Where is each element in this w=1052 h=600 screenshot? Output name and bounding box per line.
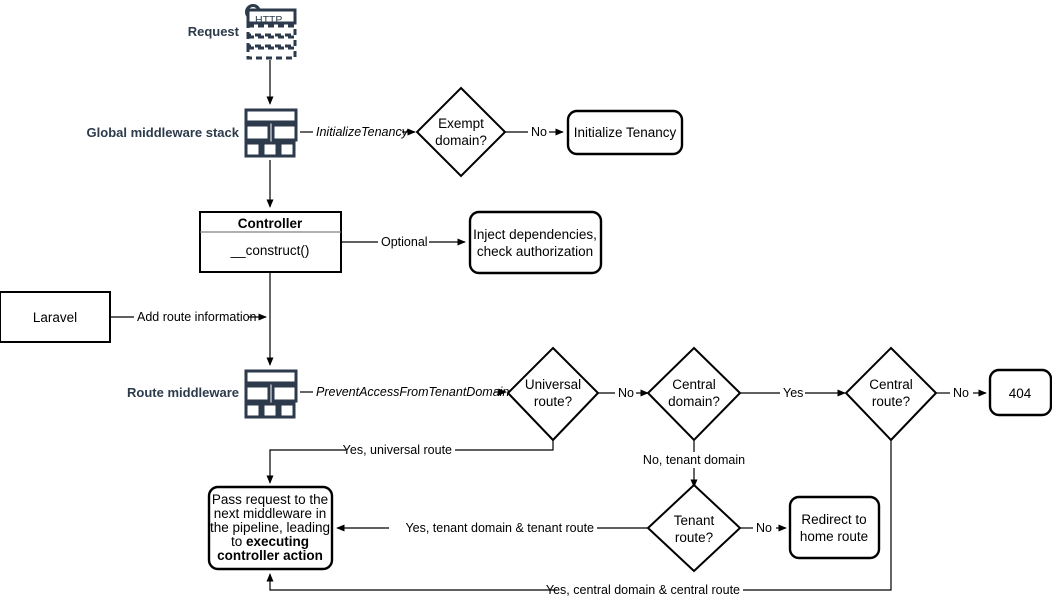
pass-request-line5: controller action xyxy=(217,548,323,563)
node-inject-dependencies[interactable] xyxy=(468,210,603,275)
edge-label-add-route-information: Add route information xyxy=(137,310,257,324)
middleware-stack-icon-route xyxy=(244,369,298,419)
edge-label-yes-tenant-domain-tenant-route: Yes, tenant domain & tenant route xyxy=(405,521,594,535)
edge-central-yes-left-seg xyxy=(266,573,557,591)
laravel-label: Laravel xyxy=(33,310,77,325)
pass-request-line3: the pipeline, leading xyxy=(210,520,330,535)
central-route-line2: route? xyxy=(872,394,910,409)
node-404[interactable] xyxy=(988,368,1052,417)
universal-route-line1: Universal xyxy=(525,377,581,392)
exempt-domain-line2: domain? xyxy=(435,133,487,148)
edge-label-no-tenant-domain: No, tenant domain xyxy=(643,453,745,467)
edge-label-tenant-route-no: No xyxy=(756,521,772,535)
pass-request-line1: Pass request to the xyxy=(212,492,328,507)
edge-label-universal-no: No xyxy=(618,386,634,400)
central-route-line1: Central xyxy=(869,377,913,392)
http-request-icon xyxy=(245,4,297,60)
edge-label-exempt-no: No xyxy=(531,125,547,139)
edge-universal-yes-left-seg xyxy=(266,449,346,484)
node-redirect-home[interactable] xyxy=(788,495,881,560)
node-laravel[interactable] xyxy=(0,291,111,343)
edge-label-central-domain-yes: Yes xyxy=(783,386,803,400)
edge-label-initialize-tenancy: InitializeTenancy xyxy=(316,125,409,139)
inject-dependencies-line2: check authorization xyxy=(477,244,593,259)
controller-title: Controller xyxy=(238,216,303,231)
node-pass-request[interactable] xyxy=(207,485,334,571)
pass-request-line4-plain: to xyxy=(231,534,246,549)
label-request: Request xyxy=(188,24,240,39)
pass-request-line4-bold: executing xyxy=(246,534,309,549)
edge-universal-yes-right-seg xyxy=(455,440,554,451)
edge-label-yes-central-domain-central-route: Yes, central domain & central route xyxy=(546,583,740,597)
edge-label-optional: Optional xyxy=(381,235,428,249)
central-domain-line2: domain? xyxy=(668,394,720,409)
edge-label-yes-universal-route: Yes, universal route xyxy=(343,443,452,457)
redirect-home-line1: Redirect to xyxy=(801,512,866,527)
pass-request-line4: to executing xyxy=(231,534,309,549)
universal-route-line2: route? xyxy=(534,394,572,409)
exempt-domain-line1: Exempt xyxy=(438,116,484,131)
node-tenant-route[interactable] xyxy=(646,483,742,573)
edge-label-prevent-access: PreventAccessFromTenantDomains xyxy=(316,385,516,399)
pass-request-line2: next middleware in xyxy=(214,506,327,521)
tenant-route-line2: route? xyxy=(675,530,713,545)
edge-central-yes-right-seg xyxy=(743,440,892,591)
middleware-stack-icon-global xyxy=(244,108,298,158)
http-icon-label: HTTP xyxy=(255,14,282,26)
redirect-home-line2: home route xyxy=(800,529,868,544)
edge-label-central-route-no: No xyxy=(953,386,969,400)
label-global-middleware-stack: Global middleware stack xyxy=(87,125,240,140)
inject-dependencies-line1: Inject dependencies, xyxy=(473,227,597,242)
initialize-tenancy-label: Initialize Tenancy xyxy=(574,125,677,140)
label-route-middleware: Route middleware xyxy=(127,385,239,400)
controller-method: __construct() xyxy=(230,243,310,258)
tenant-route-line1: Tenant xyxy=(674,513,715,528)
node-initialize-tenancy[interactable] xyxy=(566,109,684,156)
node-exempt-domain[interactable] xyxy=(415,86,507,178)
label-404: 404 xyxy=(1009,386,1032,401)
central-domain-line1: Central xyxy=(672,377,716,392)
